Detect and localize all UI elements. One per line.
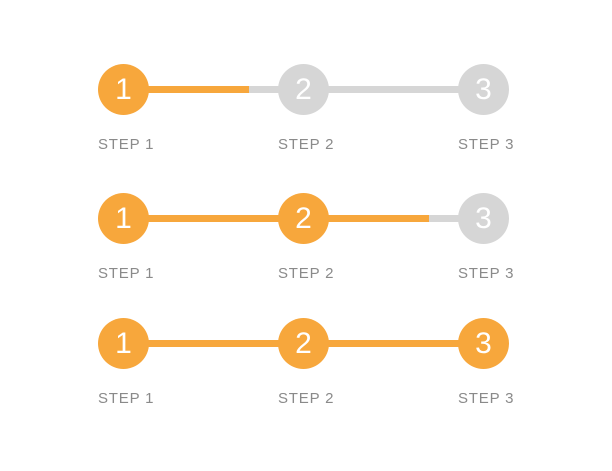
step-label-2: STEP 2 xyxy=(278,265,335,282)
step-number: 1 xyxy=(115,326,132,360)
connector-2-3-progress xyxy=(303,215,429,222)
step-label-1: STEP 1 xyxy=(98,390,155,407)
connector-1-2-progress xyxy=(123,215,303,222)
step-label-3: STEP 3 xyxy=(458,390,515,407)
step-number: 2 xyxy=(295,201,312,235)
step-circle-3[interactable]: 3 xyxy=(458,64,509,115)
step-label-3: STEP 3 xyxy=(458,265,515,282)
step-circle-2[interactable]: 2 xyxy=(278,318,329,369)
connector-2-3 xyxy=(303,86,483,93)
step-number: 3 xyxy=(475,201,492,235)
step-label-2: STEP 2 xyxy=(278,390,335,407)
connector-1-2 xyxy=(123,215,303,222)
connector-2-3 xyxy=(303,215,483,222)
step-circle-3[interactable]: 3 xyxy=(458,193,509,244)
step-number: 2 xyxy=(295,72,312,106)
step-circle-3[interactable]: 3 xyxy=(458,318,509,369)
connector-1-2 xyxy=(123,86,303,93)
step-circle-2[interactable]: 2 xyxy=(278,193,329,244)
stepper-stage-2: 1 2 3 STEP 1 STEP 2 STEP 3 xyxy=(98,193,513,285)
step-label-1: STEP 1 xyxy=(98,265,155,282)
step-circle-1[interactable]: 1 xyxy=(98,193,149,244)
connector-1-2-progress xyxy=(123,86,249,93)
step-label-2: STEP 2 xyxy=(278,136,335,153)
connector-2-3-progress xyxy=(303,340,483,347)
step-label-3: STEP 3 xyxy=(458,136,515,153)
step-label-1: STEP 1 xyxy=(98,136,155,153)
step-number: 1 xyxy=(115,72,132,106)
stepper-stage-3: 1 2 3 STEP 1 STEP 2 STEP 3 xyxy=(98,318,513,410)
step-circle-1[interactable]: 1 xyxy=(98,318,149,369)
connector-2-3 xyxy=(303,340,483,347)
stepper-stage-1: 1 2 3 STEP 1 STEP 2 STEP 3 xyxy=(98,64,513,156)
step-number: 1 xyxy=(115,201,132,235)
step-circle-2[interactable]: 2 xyxy=(278,64,329,115)
step-number: 3 xyxy=(475,326,492,360)
connector-1-2-progress xyxy=(123,340,303,347)
step-circle-1[interactable]: 1 xyxy=(98,64,149,115)
step-number: 3 xyxy=(475,72,492,106)
step-number: 2 xyxy=(295,326,312,360)
connector-1-2 xyxy=(123,340,303,347)
